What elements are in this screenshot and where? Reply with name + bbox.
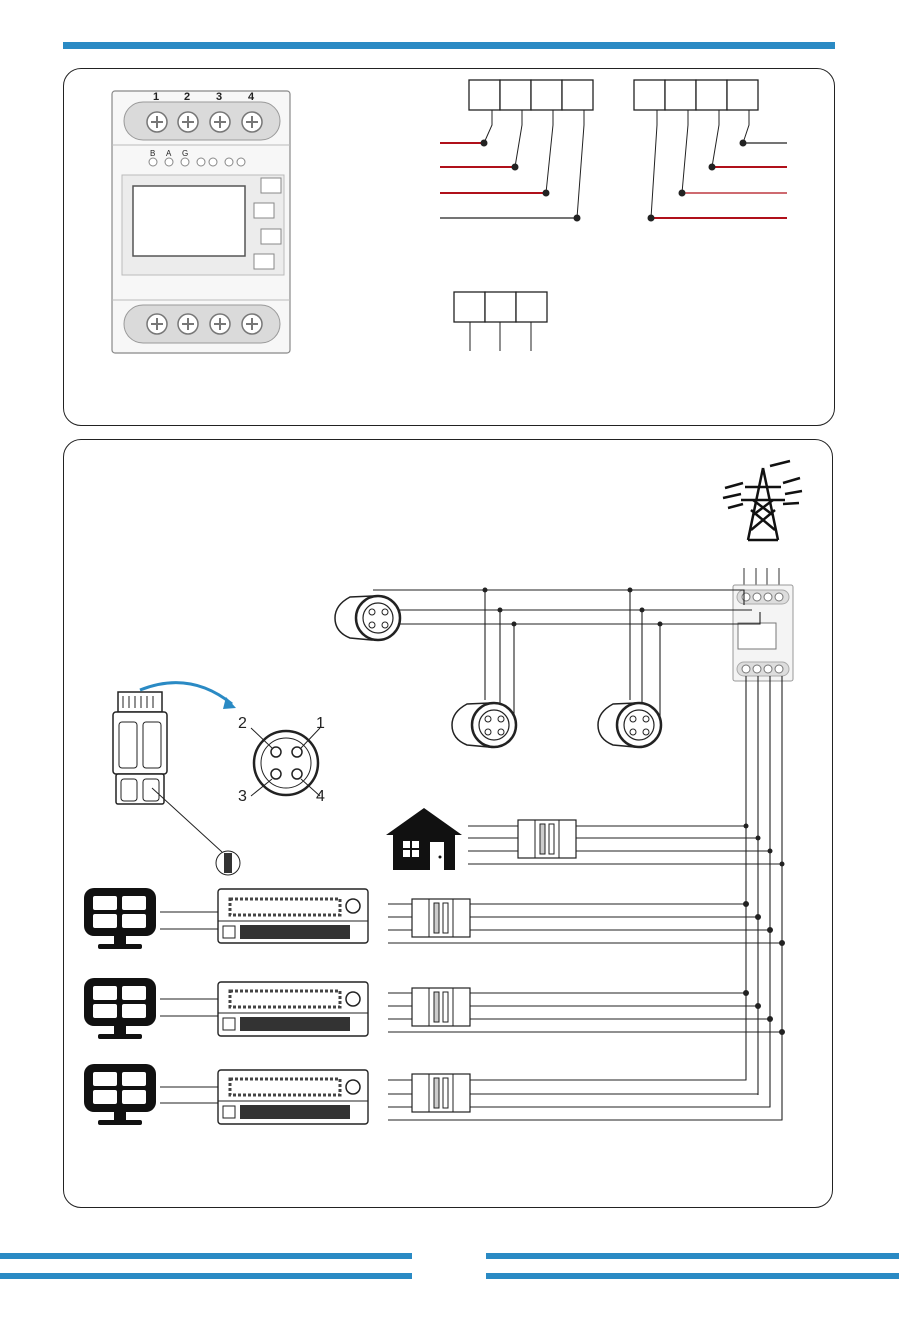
pin-label-3: 3 <box>238 788 247 805</box>
inverter-icon <box>218 1070 368 1124</box>
round-connector-icon <box>598 703 661 747</box>
communication-bus-lines <box>373 588 760 720</box>
circuit-breaker-icon <box>412 899 470 937</box>
house-icon <box>386 808 462 870</box>
meter-display <box>133 186 245 256</box>
led-label-g: G <box>182 149 188 158</box>
solar-panel-icon <box>84 1064 156 1125</box>
circuit-breaker-icon <box>518 820 576 858</box>
led-label-b: B <box>150 149 155 158</box>
terminal-number-1: 1 <box>153 91 159 103</box>
pin-label-1: 1 <box>316 715 325 732</box>
terminal-number-3: 3 <box>216 91 222 103</box>
terminal-block-small <box>454 292 547 351</box>
pin-label-4: 4 <box>316 788 325 805</box>
connector-pinout: 2 1 3 4 <box>238 715 325 805</box>
round-connector-icon <box>452 703 516 747</box>
energy-meter-icon: 1 2 3 4 B A G <box>112 91 290 353</box>
circuit-breaker-icon <box>412 1074 470 1112</box>
inverter-icon <box>218 889 368 943</box>
circuit-breaker-icon <box>412 988 470 1026</box>
solar-panel-icon <box>84 888 156 949</box>
inverter-icon <box>218 982 368 1036</box>
terminal-number-2: 2 <box>184 91 190 103</box>
transmission-tower-icon <box>723 461 802 540</box>
terminal-block-left <box>440 80 593 222</box>
connector-plug-icon <box>113 692 240 875</box>
led-label-a: A <box>166 149 172 158</box>
round-connector-icon <box>335 596 400 640</box>
solar-panel-icon <box>84 978 156 1039</box>
pin-label-2: 2 <box>238 715 247 732</box>
terminal-block-right <box>634 80 787 222</box>
household-feed <box>468 824 785 867</box>
grid-bus-lines <box>746 676 782 1120</box>
terminal-number-4: 4 <box>248 91 255 103</box>
